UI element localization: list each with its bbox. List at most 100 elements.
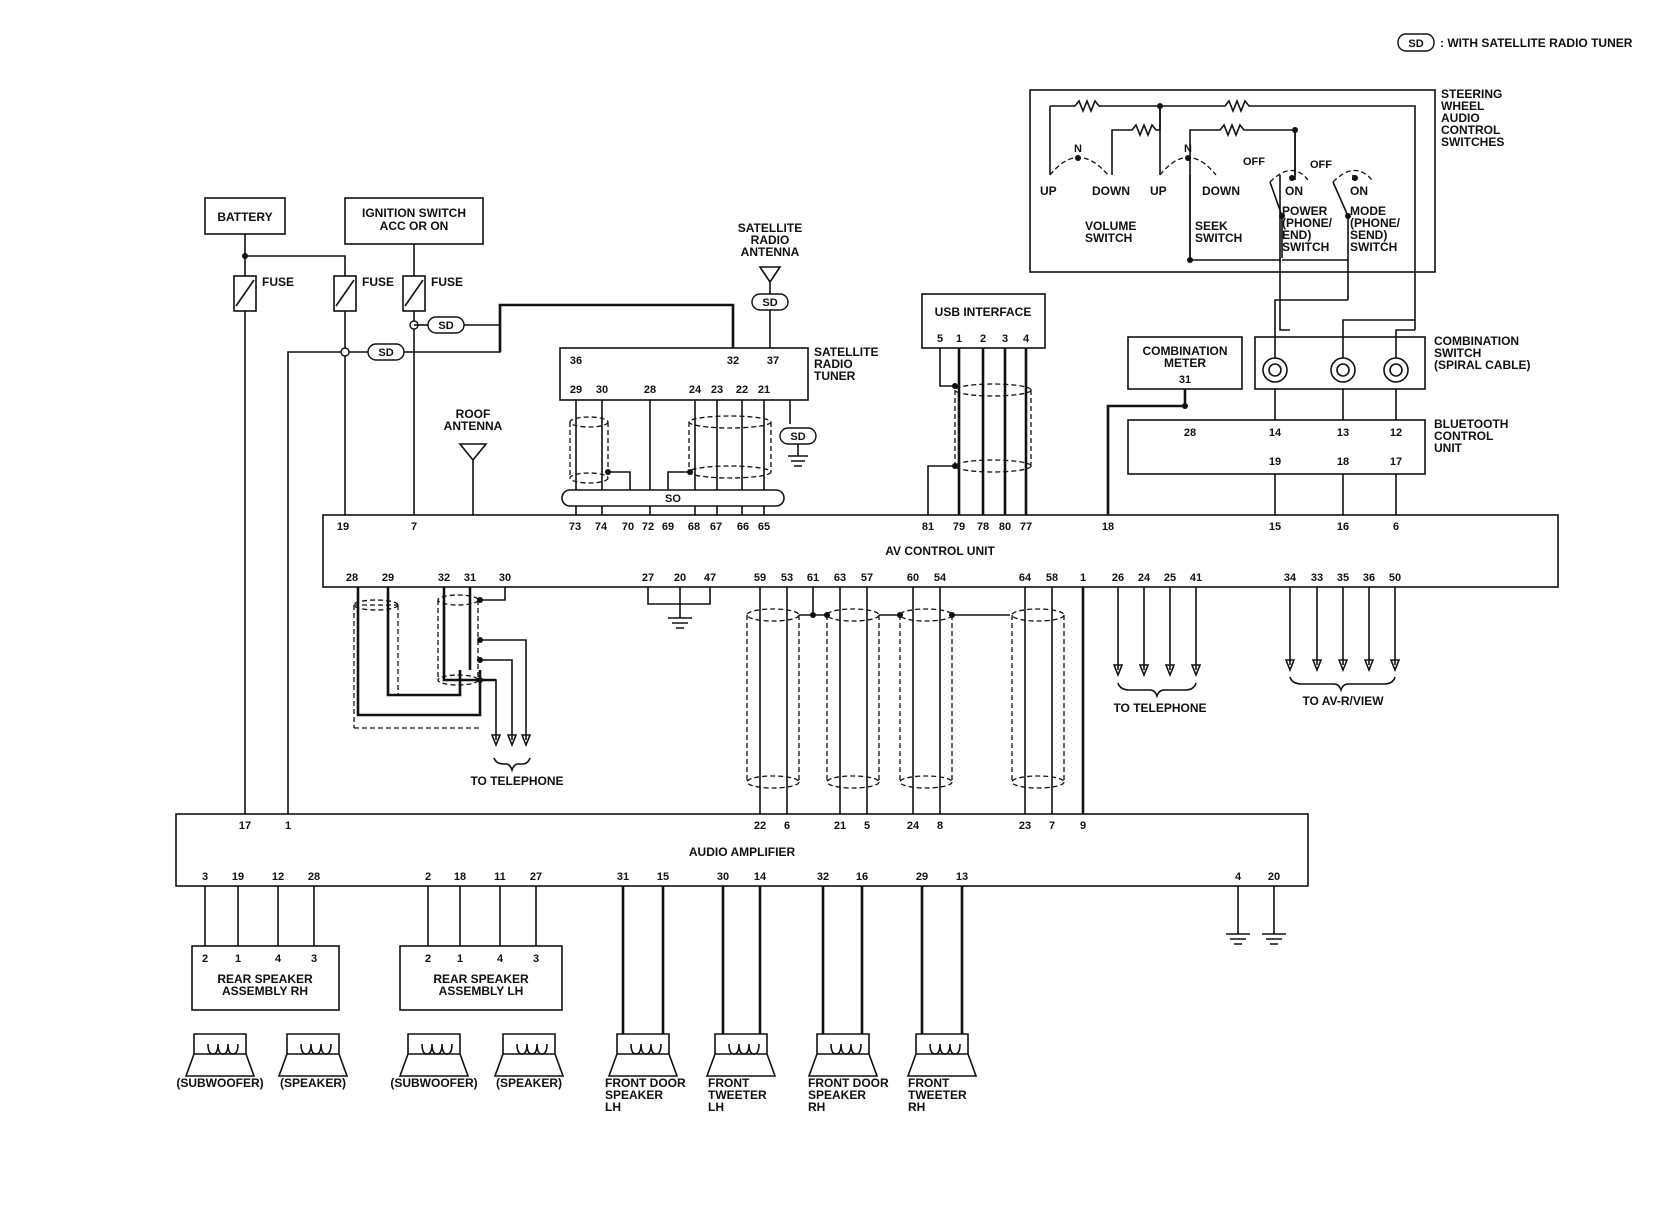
vol-up-label: UP: [1040, 184, 1057, 198]
pin-label: 6: [1393, 521, 1399, 533]
pin-label: 65: [758, 521, 770, 533]
usb-pin: 5: [937, 333, 943, 345]
pin-label: 29: [916, 871, 928, 883]
volume-label-2: SWITCH: [1085, 231, 1132, 245]
pin-label: 7: [1049, 820, 1055, 832]
pin-label: 77: [1020, 521, 1032, 533]
pin-label: 3: [202, 871, 208, 883]
pin-label: 29: [382, 572, 394, 584]
bluetooth-control-unit: BLUETOOTH CONTROL UNIT 28 14 13 12 19 18…: [1127, 417, 1508, 515]
combo-switch-label-2: SWITCH: [1434, 346, 1481, 360]
pin-label: 9: [1080, 820, 1086, 832]
pin-label: 20: [674, 572, 686, 584]
pin-label: 28: [346, 572, 358, 584]
rear-lh-pin: 4: [497, 953, 504, 965]
fd-lh-label-3: LH: [605, 1100, 621, 1114]
usb-pin: 4: [1023, 333, 1030, 345]
pin-label: 68: [688, 521, 700, 533]
tuner-pin: 22: [736, 384, 748, 396]
pin-label: 41: [1190, 572, 1202, 584]
roof-antenna: ROOF ANTENNA: [444, 407, 503, 515]
pin-label: 18: [454, 871, 466, 883]
pin-label: 67: [710, 521, 722, 533]
power-supply: BATTERY IGNITION SWITCH ACC OR ON FUSE F…: [204, 197, 735, 814]
pin-label: 31: [617, 871, 629, 883]
pin-label: 32: [438, 572, 450, 584]
pin-label: 23: [1019, 820, 1031, 832]
sat-antenna-label-2: RADIO: [751, 233, 790, 247]
mode-label-4: SWITCH: [1350, 240, 1397, 254]
tuner-pin-32: 32: [727, 355, 739, 367]
pin-label: 69: [662, 521, 674, 533]
speaker-coil-icon: [207, 1043, 239, 1055]
tuner-pin-36: 36: [570, 355, 582, 367]
pin-label: 2: [425, 871, 431, 883]
speaker-icon: [906, 1033, 978, 1077]
power-label-1: POWER: [1282, 204, 1328, 218]
pin-label: 57: [861, 572, 873, 584]
power-off-label: OFF: [1243, 156, 1265, 168]
ignition-label-2: ACC OR ON: [380, 219, 449, 233]
usb-label: USB INTERFACE: [935, 305, 1032, 319]
pin-label: 15: [1269, 521, 1281, 533]
speakers: [184, 1033, 978, 1077]
fd-rh-label-2: SPEAKER: [808, 1088, 866, 1102]
pin-label: 78: [977, 521, 989, 533]
pin-label: 16: [856, 871, 868, 883]
steering-label-2: WHEEL: [1441, 99, 1484, 113]
satellite-radio: SATELLITE RADIO ANTENNA SD SATELLITE RAD…: [559, 221, 878, 515]
bt-label-1: BLUETOOTH: [1434, 417, 1508, 431]
seek-down-label: DOWN: [1202, 184, 1240, 198]
pin-label: 24: [1138, 572, 1151, 584]
fd-lh-label-1: FRONT DOOR: [605, 1076, 686, 1090]
to-telephone-label-2: TO TELEPHONE: [1113, 701, 1206, 715]
rear-rh-pin: 1: [235, 953, 241, 965]
speaker-icon: [705, 1033, 777, 1077]
bt-pin: 18: [1337, 456, 1349, 468]
rear-lh-label-1: REAR SPEAKER: [433, 972, 529, 986]
rear-lh-pin: 2: [425, 953, 431, 965]
rear-lh-label-2: ASSEMBLY LH: [439, 984, 524, 998]
meter-pin: 31: [1179, 374, 1191, 386]
mode-off-label: OFF: [1310, 159, 1332, 171]
rear-lh-speaker-label: (SPEAKER): [496, 1076, 562, 1090]
front-speaker-wiring: [621, 886, 964, 1034]
pin-label: 8: [937, 820, 943, 832]
pin-label: 11: [494, 871, 506, 883]
rear-rh-subwoofer-label: (SUBWOOFER): [176, 1076, 263, 1090]
rear-rh-speaker-label: (SPEAKER): [280, 1076, 346, 1090]
pin-label: 58: [1046, 572, 1058, 584]
pin-label: 32: [817, 871, 829, 883]
pin-label: 59: [754, 572, 766, 584]
rear-rh-pin: 4: [275, 953, 282, 965]
meter-label-1: COMBINATION: [1142, 344, 1227, 358]
av-ground: [647, 587, 711, 629]
bt-label-2: CONTROL: [1434, 429, 1493, 443]
speaker-coil-icon: [630, 1043, 662, 1055]
tuner-pin: 23: [711, 384, 723, 396]
pin-label: 24: [907, 820, 920, 832]
amp-ground: [1226, 886, 1286, 945]
roof-antenna-label-2: ANTENNA: [444, 419, 503, 433]
speaker-coil-icon: [929, 1043, 961, 1055]
pin-label: 16: [1337, 521, 1349, 533]
sd-badge-4: SD: [790, 431, 805, 443]
rear-rh-label-1: REAR SPEAKER: [217, 972, 313, 986]
combination-meter: COMBINATION METER 31: [1106, 336, 1243, 515]
usb-pin: 1: [956, 333, 962, 345]
pin-label: 27: [642, 572, 654, 584]
bt-pin: 12: [1390, 427, 1402, 439]
power-label-3: END): [1282, 228, 1311, 242]
rear-speaker-lh: 2 1 4 3 REAR SPEAKER ASSEMBLY LH: [399, 886, 563, 1011]
pin-label: 15: [657, 871, 669, 883]
pin-label: 7: [411, 521, 417, 533]
pin-label: 22: [754, 820, 766, 832]
ft-rh-label-1: FRONT: [908, 1076, 950, 1090]
pin-label: 79: [953, 521, 965, 533]
power-on-label: ON: [1285, 184, 1303, 198]
speaker-coil-icon: [728, 1043, 760, 1055]
tuner-pin: 28: [644, 384, 656, 396]
